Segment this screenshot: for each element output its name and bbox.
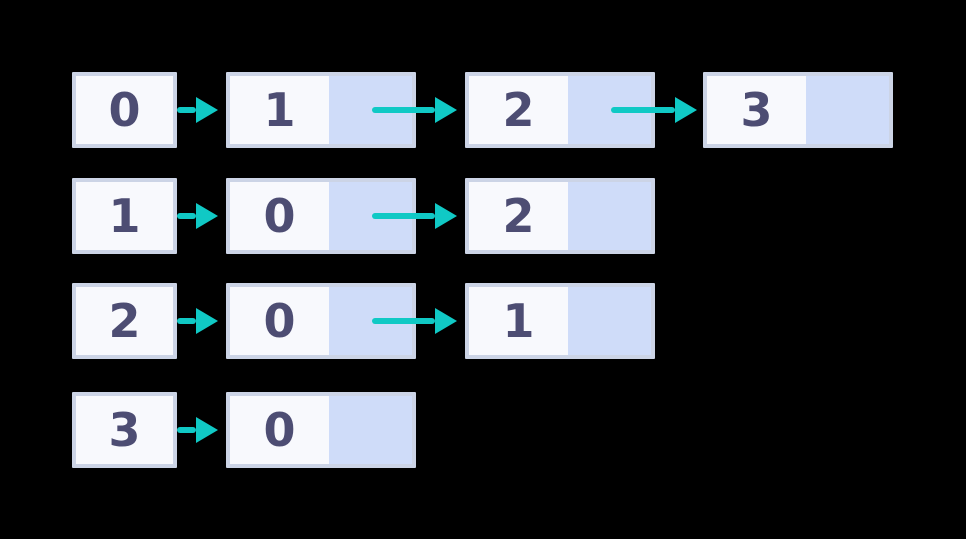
vertex-head-box: 2 bbox=[72, 283, 177, 359]
arrow-tip bbox=[196, 97, 218, 123]
node-value: 1 bbox=[263, 83, 296, 137]
node-value-cell: 1 bbox=[230, 76, 329, 144]
adjacency-row-2: 2 0 1 bbox=[0, 283, 966, 359]
right-arrow-icon bbox=[177, 417, 218, 443]
adjacency-row-3: 3 0 bbox=[0, 392, 966, 468]
node-value: 0 bbox=[263, 403, 296, 457]
arrow-shaft bbox=[611, 107, 675, 113]
node-value: 2 bbox=[502, 83, 535, 137]
adjacency-row-0: 0 1 2 3 bbox=[0, 72, 966, 148]
node-next-pointer-cell bbox=[806, 76, 889, 144]
node-next-pointer-cell bbox=[568, 182, 651, 250]
right-arrow-icon bbox=[611, 97, 697, 123]
arrow-tip bbox=[196, 203, 218, 229]
node-value-cell: 0 bbox=[230, 182, 329, 250]
node-value: 1 bbox=[502, 294, 535, 348]
node-next-pointer-cell bbox=[568, 287, 651, 355]
node-value-cell: 2 bbox=[469, 182, 568, 250]
arrow-shaft bbox=[177, 427, 196, 433]
list-node: 3 bbox=[703, 72, 893, 148]
arrow-tip bbox=[435, 308, 457, 334]
node-value: 3 bbox=[740, 83, 773, 137]
arrow-tip bbox=[435, 203, 457, 229]
node-value-cell: 3 bbox=[707, 76, 806, 144]
arrow-tip bbox=[435, 97, 457, 123]
arrow-tip bbox=[196, 308, 218, 334]
node-value-cell: 2 bbox=[469, 76, 568, 144]
vertex-label: 3 bbox=[108, 403, 141, 457]
arrow-shaft bbox=[177, 318, 196, 324]
list-node: 2 bbox=[465, 178, 655, 254]
right-arrow-icon bbox=[177, 97, 218, 123]
node-value: 0 bbox=[263, 294, 296, 348]
node-next-pointer-cell bbox=[329, 396, 412, 464]
node-value-cell: 0 bbox=[230, 287, 329, 355]
arrow-shaft bbox=[372, 213, 435, 219]
vertex-label: 1 bbox=[108, 189, 141, 243]
node-value-cell: 1 bbox=[469, 287, 568, 355]
list-node: 1 bbox=[465, 283, 655, 359]
arrow-shaft bbox=[372, 107, 435, 113]
node-value: 2 bbox=[502, 189, 535, 243]
right-arrow-icon bbox=[372, 97, 457, 123]
arrow-tip bbox=[196, 417, 218, 443]
arrow-shaft bbox=[177, 107, 196, 113]
vertex-label: 2 bbox=[108, 294, 141, 348]
arrow-shaft bbox=[372, 318, 435, 324]
adjacency-row-1: 1 0 2 bbox=[0, 178, 966, 254]
right-arrow-icon bbox=[177, 203, 218, 229]
vertex-head-box: 0 bbox=[72, 72, 177, 148]
vertex-head-box: 3 bbox=[72, 392, 177, 468]
vertex-head-box: 1 bbox=[72, 178, 177, 254]
list-node: 0 bbox=[226, 392, 416, 468]
arrow-shaft bbox=[177, 213, 196, 219]
arrow-tip bbox=[675, 97, 697, 123]
right-arrow-icon bbox=[372, 308, 457, 334]
right-arrow-icon bbox=[372, 203, 457, 229]
right-arrow-icon bbox=[177, 308, 218, 334]
node-value: 0 bbox=[263, 189, 296, 243]
node-value-cell: 0 bbox=[230, 396, 329, 464]
vertex-label: 0 bbox=[108, 83, 141, 137]
